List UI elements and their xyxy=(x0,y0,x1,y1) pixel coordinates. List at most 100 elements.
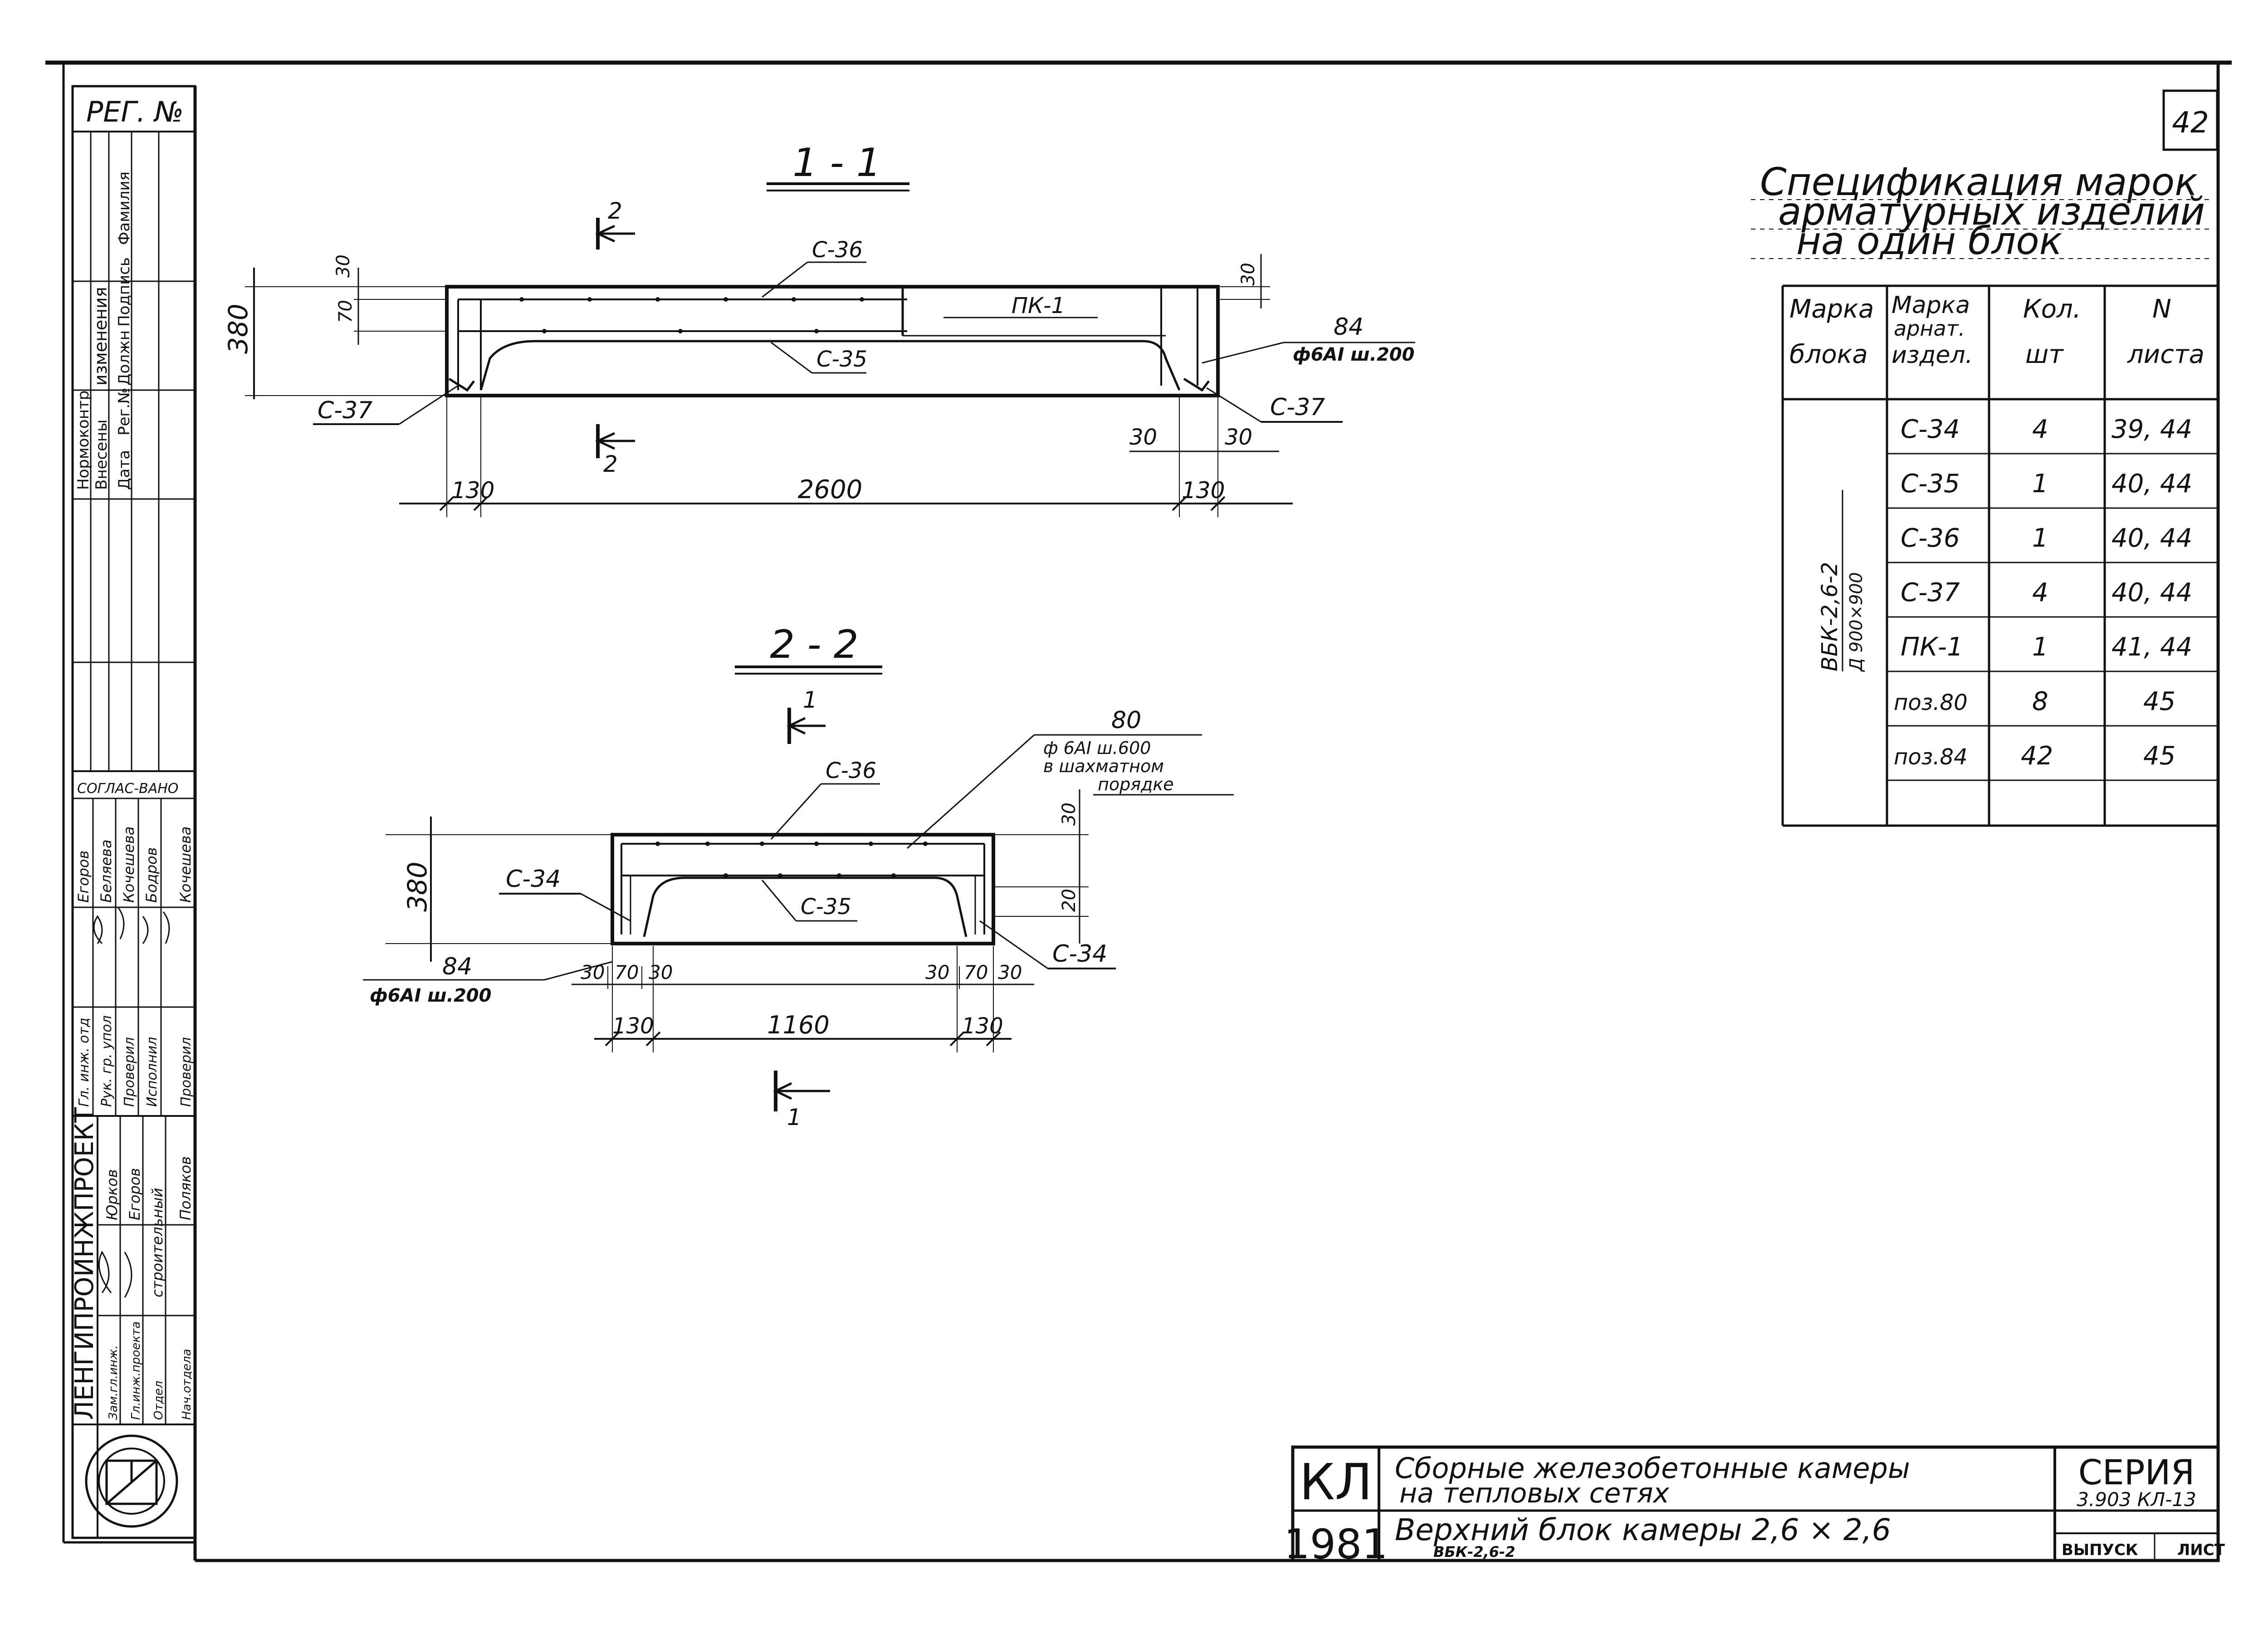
spec-row-1-mark: С-35 xyxy=(1901,469,1960,499)
section-1-label-c36: С-36 xyxy=(812,237,863,263)
section-1-cut-top: 2 xyxy=(608,198,622,224)
spec-row-3-qty: 4 xyxy=(2032,578,2048,607)
section-2-rebar-top-num: 80 xyxy=(1111,707,1141,734)
org-name: ЛЕНГИПРОИНЖПРОЕКТ xyxy=(70,1107,99,1420)
spec-header-3-b: листа xyxy=(2127,340,2204,369)
spec-title-line-1: Спецификация марок xyxy=(1760,160,2198,204)
revision-header-5: Должн xyxy=(115,330,133,386)
spec-row-5-mark: поз.80 xyxy=(1894,690,1968,715)
section-2-dim-30a: 30 xyxy=(581,961,605,983)
spec-row-2-qty: 1 xyxy=(2032,523,2048,553)
spec-header-2-a: Кол. xyxy=(2023,294,2081,324)
spec-row-5-sheet: 45 xyxy=(2143,687,2175,716)
section-2-dim-width: 1160 xyxy=(767,1011,829,1039)
spec-row-2-sheet: 40, 44 xyxy=(2112,523,2192,553)
section-1-title: 1 - 1 xyxy=(792,140,881,186)
spec-header-1-b: арнат. xyxy=(1894,316,1965,341)
org-name-2: строительный xyxy=(149,1188,166,1297)
title-code: КЛ xyxy=(1300,1453,1373,1511)
section-1-label-pk1: ПК-1 xyxy=(1012,293,1065,318)
section-1-dim-top: 30 xyxy=(333,254,354,278)
section-2-dim-edge-right: 130 xyxy=(962,1013,1003,1039)
org-name-1: Егоров xyxy=(126,1168,143,1220)
left-stamp: РЕГ. № Нормоконтр Внесены изменения Дата… xyxy=(70,85,196,1539)
spec-row-1-sheet: 40, 44 xyxy=(2112,469,2192,499)
section-2-rebar-top-line1: ф 6АI ш.600 xyxy=(1043,738,1151,758)
revision-header-7: Фамилия xyxy=(115,171,133,245)
section-2-label-c36: С-36 xyxy=(826,758,876,783)
section-1-label-c35: С-35 xyxy=(816,347,867,372)
section-2-2: 2 - 2 1 1 С-36 С-35 С-34 xyxy=(363,622,1234,1130)
spec-row-3-mark: С-37 xyxy=(1901,578,1960,607)
spec-row-6-mark: поз.84 xyxy=(1894,744,1968,770)
section-2-dim-30b: 30 xyxy=(649,961,673,983)
signature-role-1: Рук. гр. упол xyxy=(99,1015,115,1107)
title-line-3: Верхний блок камеры 2,6 × 2,6 xyxy=(1395,1512,1891,1547)
title-subline: ВБК-2,6-2 xyxy=(1433,1543,1515,1561)
section-2-dim-edge-left: 130 xyxy=(612,1013,654,1039)
issue-label: ВЫПУСК xyxy=(2062,1541,2138,1559)
signature-name-4: Кочешева xyxy=(177,827,194,903)
section-1-dim-length: 2600 xyxy=(798,475,863,504)
org-name-0: Юрков xyxy=(103,1169,121,1220)
section-1-dim-right-top: 30 xyxy=(1238,263,1259,286)
spec-header-2-b: шт xyxy=(2025,340,2064,369)
section-2-dim-height: 380 xyxy=(402,861,433,912)
section-1-dim-inner: 70 xyxy=(335,300,356,323)
section-2-title: 2 - 2 xyxy=(770,622,858,667)
section-1-dim-left-edge: 130 xyxy=(451,477,494,504)
spec-table: Спецификация марок арматурных изделий на… xyxy=(1751,160,2218,827)
spec-row-0-mark: С-34 xyxy=(1901,415,1960,444)
sheet-label: ЛИСТ xyxy=(2177,1541,2225,1559)
spec-block-mark-dims: Д 900×900 xyxy=(1846,572,1866,672)
series-value: 3.903 КЛ-13 xyxy=(2077,1488,2196,1511)
revision-header-3: Дата xyxy=(115,450,133,490)
spec-row-0-qty: 4 xyxy=(2032,415,2048,444)
spec-header-0-b: блока xyxy=(1789,340,1868,369)
org-logo xyxy=(85,1434,178,1528)
section-1-dim-gap-right: 30 xyxy=(1225,425,1252,450)
revision-header-0: Нормоконтр xyxy=(74,391,93,490)
signature-role-0: Гл. инж. отд xyxy=(76,1018,92,1107)
spec-row-0-sheet: 39, 44 xyxy=(2112,415,2192,444)
sheet-number-box: 42 xyxy=(2162,89,2219,151)
revision-header-6: Подпись xyxy=(115,257,133,327)
reg-label: РЕГ. № xyxy=(86,95,184,128)
section-2-label-c35: С-35 xyxy=(801,894,851,920)
revision-header-4: Рег.№ xyxy=(115,388,133,435)
signature-role-4: Проверил xyxy=(178,1037,194,1107)
spec-header-1-a: Марка xyxy=(1892,292,1970,319)
section-1-dim-right-edge: 130 xyxy=(1182,477,1225,504)
section-2-dim-right: 20 xyxy=(1059,889,1080,912)
section-2-dim-top: 30 xyxy=(1059,802,1080,826)
signature-name-2: Кочешева xyxy=(120,827,137,903)
section-1-outline xyxy=(445,285,1220,397)
title-line-2: на тепловых сетях xyxy=(1399,1477,1669,1509)
section-2-dim-30d: 30 xyxy=(998,961,1022,983)
org-role-3: Нач.отдела xyxy=(180,1349,194,1420)
section-2-rebar-bottom-num: 84 xyxy=(442,953,472,980)
section-2-label-c34-left: С-34 xyxy=(506,866,561,893)
section-2-rebar-top-line3: порядке xyxy=(1098,774,1174,794)
signature-name-3: Бодров xyxy=(143,847,160,903)
section-1-dim-gap-left: 30 xyxy=(1129,425,1157,450)
section-2-cut-top: 1 xyxy=(803,687,817,713)
section-1-rebar-text: ф6АI ш.200 xyxy=(1293,344,1414,365)
sheet-number: 42 xyxy=(2172,106,2209,140)
spec-row-6-sheet: 45 xyxy=(2143,741,2175,771)
series-label: СЕРИЯ xyxy=(2078,1452,2195,1492)
spec-row-5-qty: 8 xyxy=(2032,687,2048,716)
section-1-label-c37-left: С-37 xyxy=(318,397,372,424)
spec-block-mark: ВБК-2,6-2 xyxy=(1817,562,1843,671)
section-2-rebar-bottom-text: ф6АI ш.200 xyxy=(370,985,491,1006)
spec-header-1-c: издел. xyxy=(1892,342,1973,369)
section-2-rebar-top-line2: в шахматном xyxy=(1043,756,1164,776)
spec-row-2-mark: С-36 xyxy=(1901,523,1960,553)
section-2-dim-30c: 30 xyxy=(925,961,949,983)
spec-row-1-qty: 1 xyxy=(2032,469,2048,499)
approval-label: СОГЛАС-ВАНО xyxy=(77,781,178,797)
section-1-cut-bottom: 2 xyxy=(603,451,618,477)
signature-name-0: Егоров xyxy=(75,851,92,903)
spec-row-4-sheet: 41, 44 xyxy=(2112,632,2192,662)
section-2-label-c34-right: С-34 xyxy=(1052,940,1107,968)
